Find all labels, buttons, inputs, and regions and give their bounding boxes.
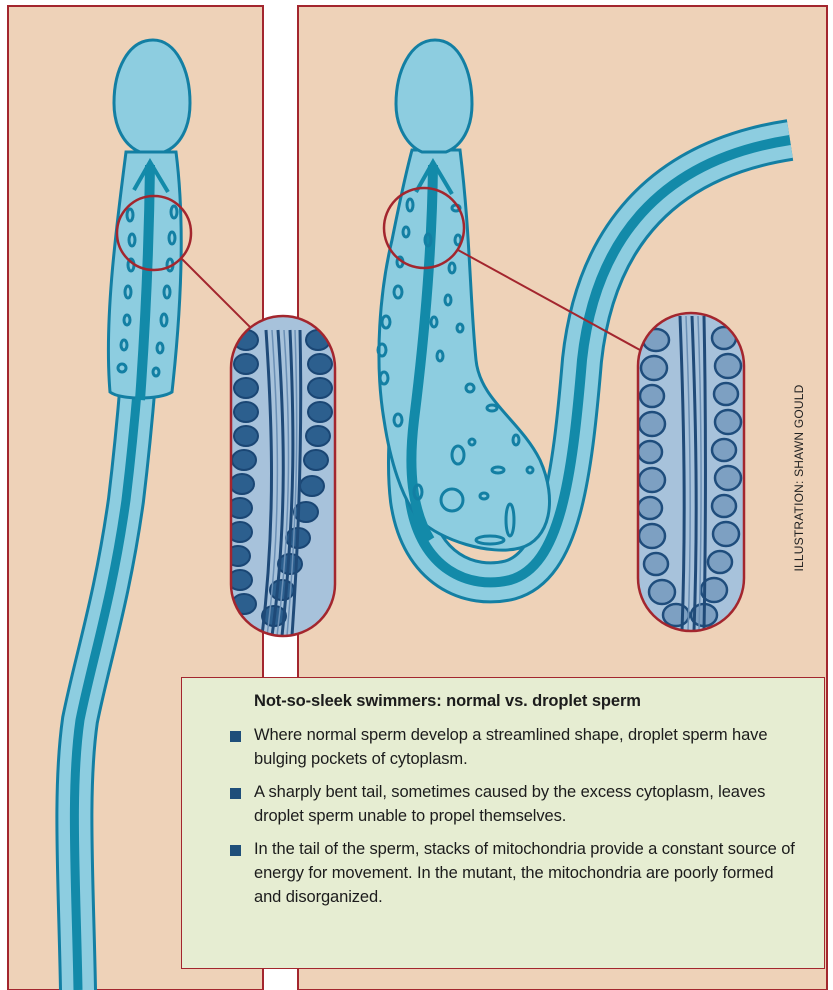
caption-bullet-text: In the tail of the sperm, stacks of mito… [254,840,795,906]
caption-bullet-text: Where normal sperm develop a streamlined… [254,726,767,768]
droplet-sperm-head [396,40,472,152]
caption-bullet-item: A sharply bent tail, sometimes caused by… [230,780,798,828]
caption-bullet-item: In the tail of the sperm, stacks of mito… [230,837,798,909]
illustration-credit: ILLUSTRATION: SHAWN GOULD [792,348,808,608]
caption-bullet-item: Where normal sperm develop a streamlined… [230,723,798,771]
square-bullet-icon [230,845,241,856]
normal-micrograph-inset [226,316,335,636]
caption-bullet-text: A sharply bent tail, sometimes caused by… [254,783,765,825]
square-bullet-icon [230,788,241,799]
caption-title: Not-so-sleek swimmers: normal vs. drople… [254,692,798,711]
normal-sperm-head [114,40,190,152]
caption-box: Not-so-sleek swimmers: normal vs. drople… [181,677,825,969]
square-bullet-icon [230,731,241,742]
caption-bullet-list: Where normal sperm develop a streamlined… [230,723,798,909]
droplet-micrograph-inset [638,313,744,631]
